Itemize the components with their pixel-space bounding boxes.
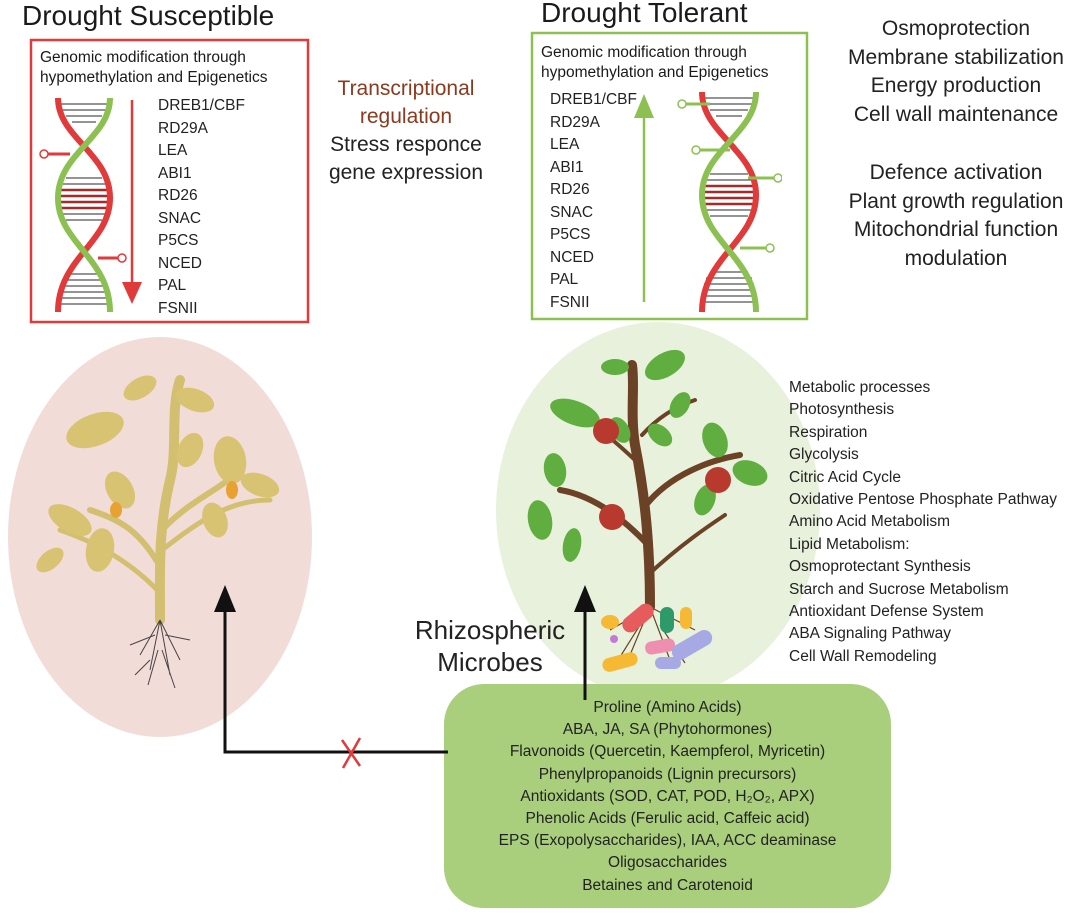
gene-item: PAL [158,277,187,294]
gene-item: DREB1/CBF [550,91,637,108]
gene-item: DREB1/CBF [158,97,245,114]
product-item: Betaines and Carotenoid [582,876,753,894]
function-item: Osmoprotection [881,17,1031,40]
healthy-plant-icon [527,349,768,672]
gene-item: P5CS [550,226,591,243]
gene-item: FSNII [550,293,590,311]
gene-item: LEA [550,136,580,153]
susceptible-title: Drought Susceptible [22,0,275,31]
gene-item: SNAC [158,209,202,227]
function-item: Plant growth regulation [848,189,1064,213]
gene-item: LEA [158,142,188,159]
gene-expression-line: gene expression [328,161,484,184]
product-item: EPS (Exopolysaccharides), IAA, ACC deami… [498,832,837,850]
tolerant-title: Drought Tolerant [541,0,748,28]
up-arrow-icon [634,94,654,302]
rhizospheric-microbes-label: Rhizospheric Microbes [400,614,580,678]
gene-item: FSNII [158,299,198,317]
metabolic-item: Cell Wall Remodeling [789,647,937,665]
susceptible-box-heading-line2: hypomethylation and Epigenetics [40,69,268,86]
tolerant-box-border [530,31,809,321]
susceptible-box-border [29,38,310,324]
wilted-plant-icon [36,375,280,689]
metabolic-item: Amino Acid Metabolism [789,513,951,531]
metabolic-process-list: Metabolic processes Photosynthesis Respi… [789,377,1080,668]
gene-item: P5CS [158,232,199,249]
metabolic-item: Antioxidant Defense System [789,603,984,621]
susceptible-gene-list: DREB1/CBF RD29A LEA ABI1 RD26 SNAC P5CS … [158,95,245,320]
stress-response-line: Stress responce [330,133,482,156]
gene-item: ABI1 [550,158,584,176]
gene-item: RD26 [158,187,198,204]
tolerant-box-heading-line1: Genomic modification through [541,44,747,61]
gene-item: ABI1 [158,164,192,182]
functions-top-list: Osmoprotection Membrane stabilization En… [832,15,1080,129]
metabolic-item: Metabolic processes [789,379,931,396]
gene-item: NCED [550,248,594,266]
microbe-products-list: Proline (Amino Acids) ABA, JA, SA (Phyto… [444,697,891,897]
metabolic-item: Osmoprotectant Synthesis [789,558,971,576]
metabolic-item: Lipid Metabolism: [789,535,910,553]
function-item: Mitochondrial function [853,218,1059,241]
metabolic-item: Starch and Sucrose Metabolism [789,580,1009,598]
tolerant-box-heading: Genomic modification through hypomethyla… [541,43,807,83]
metabolic-item: ABA Signaling Pathway [789,625,951,643]
metabolic-item: Photosynthesis [789,401,895,419]
down-arrow-icon [122,100,142,304]
blocked-cross-icon [340,737,362,769]
function-item: Cell wall maintenance [853,102,1059,126]
metabolic-item: Citric Acid Cycle [789,468,901,486]
function-item: Defence activation [869,161,1043,184]
gene-item: RD29A [158,119,208,137]
product-item: Phenolic Acids (Ferulic acid, Caffeic ac… [525,810,810,828]
tolerant-gene-list: DREB1/CBF RD29A LEA ABI1 RD26 SNAC P5CS … [550,89,637,314]
tolerant-box-heading-line2: hypomethylation and Epigenetics [541,64,769,81]
function-item: Membrane stabilization [848,45,1064,69]
product-item: Proline (Amino Acids) [593,699,742,716]
transcriptional-regulation-label: Transcriptional regulation Stress respon… [318,75,494,187]
regulation-line: regulation [359,105,453,128]
gene-item: NCED [158,254,202,272]
product-item: Oligosaccharides [608,854,727,872]
gene-item: PAL [550,271,579,288]
rhizo-line2: Microbes [437,647,543,677]
gene-item: SNAC [550,203,594,221]
transcriptional-line: Transcriptional [337,77,475,100]
dna-helix-tolerant-icon [677,92,782,312]
metabolic-item: Respiration [789,423,868,441]
gene-item: RD29A [550,113,600,131]
product-item: ABA, JA, SA (Phytohormones) [562,721,773,739]
function-item: modulation [904,246,1008,270]
product-item: Phenylpropanoids (Lignin precursors) [538,765,797,783]
susceptible-box-heading: Genomic modification through hypomethyla… [40,48,308,88]
product-item: Antioxidants (SOD, CAT, POD, H₂O₂, APX) [520,787,815,805]
function-item: Energy production [870,74,1042,97]
dna-helix-susceptible-icon [39,98,127,312]
gene-item: RD26 [550,181,590,198]
metabolic-item: Glycolysis [789,446,859,464]
product-item: Flavonoids (Quercetin, Kaempferol, Myric… [509,743,826,761]
rhizo-line1: Rhizospheric [414,615,566,645]
microbe-products-box [444,684,891,908]
metabolic-item: Oxidative Pentose Phosphate Pathway [789,491,1057,509]
susceptible-box-heading-line1: Genomic modification through [40,49,246,66]
functions-bottom-list: Defence activation Plant growth regulati… [832,159,1080,273]
